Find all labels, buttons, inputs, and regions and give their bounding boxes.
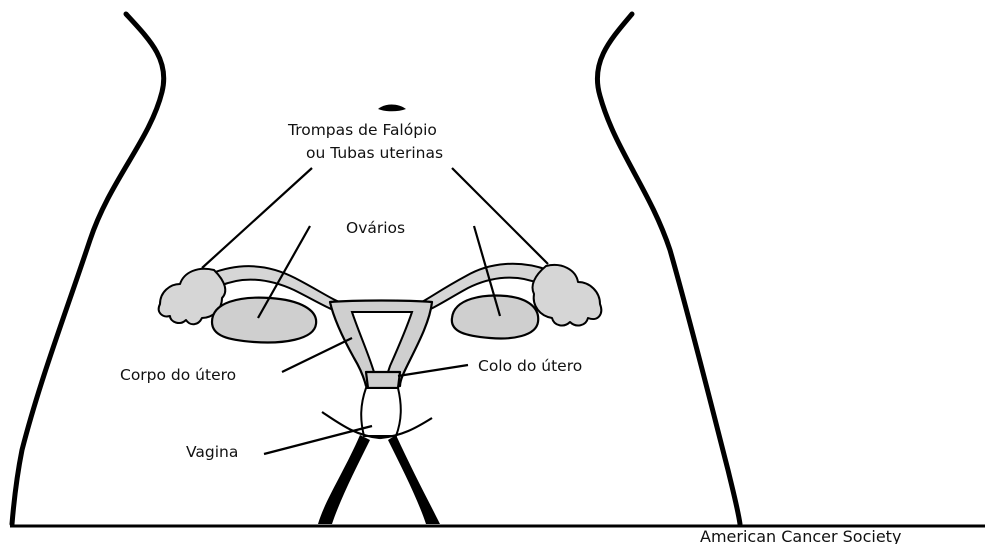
credit-text: American Cancer Society — [700, 527, 901, 544]
leader-uterus-body — [282, 338, 352, 372]
vagina — [361, 388, 401, 436]
label-ovaries: Ovários — [346, 219, 405, 237]
label-vagina: Vagina — [186, 443, 238, 461]
navel — [378, 105, 406, 112]
label-fallopian-line1: Trompas de Falópio — [287, 121, 437, 139]
body-outline-right — [597, 14, 740, 524]
leader-cervix — [398, 365, 468, 376]
label-fallopian-line2: ou Tubas uterinas — [306, 144, 443, 162]
label-cervix: Colo do útero — [478, 357, 582, 375]
reproductive-organs — [159, 264, 602, 438]
ovary-left — [212, 298, 316, 343]
body-outline-left — [12, 14, 164, 524]
fimbriae-right — [533, 265, 602, 326]
inner-thigh-right — [388, 435, 440, 524]
inner-thigh-left — [318, 435, 370, 524]
cervix — [366, 372, 400, 388]
leader-fallopian-right — [452, 168, 548, 264]
label-uterus-body: Corpo do útero — [120, 366, 236, 384]
